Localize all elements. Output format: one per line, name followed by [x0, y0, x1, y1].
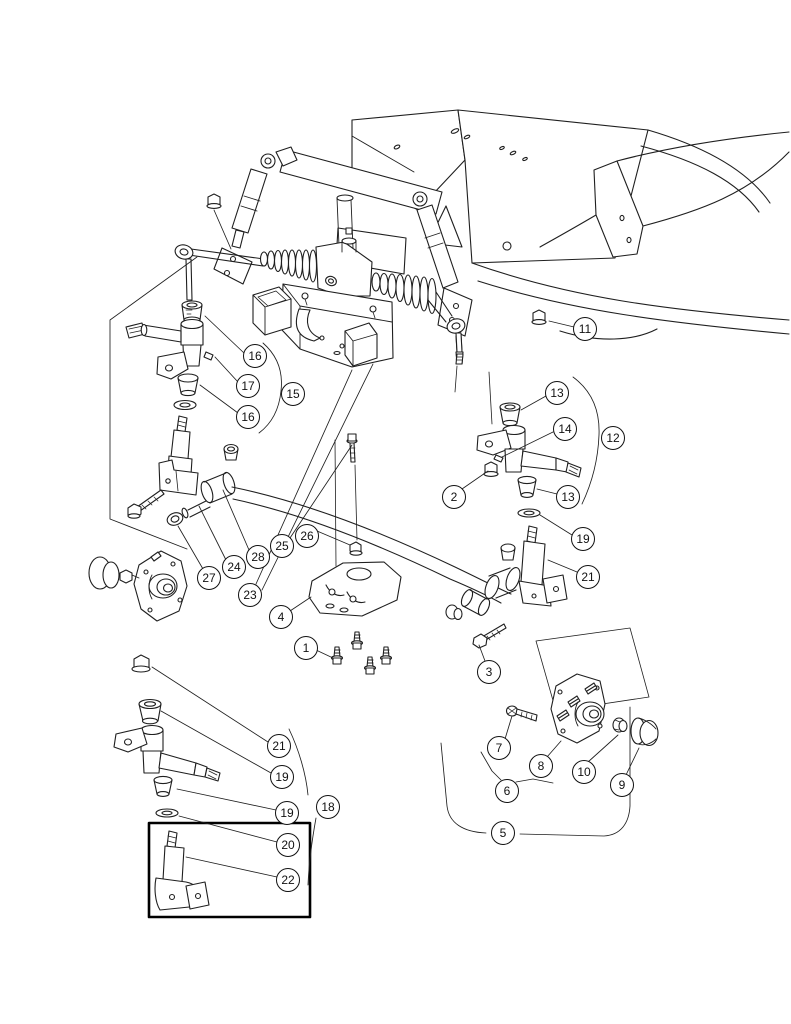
- callout-21-b: 21: [267, 734, 291, 758]
- callout-label: 20: [281, 838, 295, 852]
- callout-16-a: 16: [243, 344, 267, 368]
- callout-8: 8: [529, 754, 553, 778]
- callout-label: 15: [286, 387, 300, 401]
- spring-center-nut-26: [349, 541, 363, 556]
- callout-19-c: 19: [275, 801, 299, 825]
- nut-2: [483, 461, 499, 477]
- callout-23: 23: [238, 583, 262, 607]
- callout-3: 3: [477, 660, 501, 684]
- callout-label: 5: [499, 826, 507, 840]
- callout-label: 12: [606, 431, 620, 445]
- callout-9: 9: [610, 773, 634, 797]
- callout-16-b: 16: [236, 405, 260, 429]
- right-knuckle-group: [454, 365, 582, 649]
- callout-20: 20: [276, 833, 300, 857]
- callout-label: 13: [561, 490, 575, 504]
- callout-12: 12: [601, 426, 625, 450]
- callout-label: 16: [248, 349, 262, 363]
- left-hub-group: [88, 550, 188, 622]
- left-knuckle-group: [125, 300, 239, 526]
- rack-mounting-brackets: [252, 283, 394, 368]
- callout-label: 1: [302, 641, 310, 655]
- callout-label: 2: [450, 490, 458, 504]
- callout-label: 6: [503, 784, 511, 798]
- callout-15: 15: [281, 382, 305, 406]
- callout-5: 5: [491, 821, 515, 845]
- dust-cap-9: [630, 717, 659, 747]
- callout-11: 11: [573, 317, 597, 341]
- flange-nut-21: [131, 654, 151, 673]
- leaf-spring: [231, 486, 521, 621]
- callout-label: 24: [227, 560, 241, 574]
- callout-label: 17: [241, 379, 255, 393]
- callout-19-a: 19: [571, 527, 595, 551]
- upper-plate-and-shocks: [206, 146, 473, 365]
- flange-nut-11: [531, 309, 547, 325]
- callout-1: 1: [294, 636, 318, 660]
- steering-rack: [174, 194, 466, 365]
- bolt-3: [472, 623, 507, 649]
- callout-label: 9: [618, 778, 626, 792]
- callout-26: 26: [295, 524, 319, 548]
- callout-13-b: 13: [556, 485, 580, 509]
- spindle-nut-10: [612, 717, 628, 733]
- grease-cap-left: [88, 556, 120, 590]
- callout-2: 2: [442, 485, 466, 509]
- callout-6: 6: [495, 779, 519, 803]
- callout-label: 19: [275, 770, 289, 784]
- callout-label: 25: [275, 539, 289, 553]
- callout-4: 4: [269, 605, 293, 629]
- kingpin-22: [154, 830, 210, 911]
- callout-label: 19: [280, 806, 294, 820]
- callout-label: 21: [581, 570, 595, 584]
- callout-label: 18: [321, 800, 335, 814]
- callout-label: 26: [300, 529, 314, 543]
- callout-10: 10: [572, 760, 596, 784]
- callout-label: 21: [272, 739, 286, 753]
- lower-left-spindle-group: [113, 654, 221, 911]
- hub-nut-left: [119, 569, 140, 584]
- bolt-7: [505, 705, 538, 722]
- callout-label: 14: [558, 422, 572, 436]
- callout-label: 4: [277, 610, 285, 624]
- callout-21-a: 21: [576, 565, 600, 589]
- callout-label: 11: [578, 322, 592, 336]
- callout-28: 28: [246, 545, 270, 569]
- callout-18: 18: [316, 795, 340, 819]
- callout-22: 22: [276, 868, 300, 892]
- flange-nut-left: [206, 193, 222, 209]
- callout-label: 7: [495, 741, 503, 755]
- callout-label: 28: [251, 550, 265, 564]
- spring-plate-and-bolts: [308, 433, 402, 675]
- highlight-box: [147, 821, 312, 919]
- callout-label: 8: [537, 759, 545, 773]
- callout-label: 10: [577, 765, 591, 779]
- callout-label: 13: [550, 386, 564, 400]
- leader-lines: [109, 209, 640, 886]
- callout-label: 16: [241, 410, 255, 424]
- mounting-bolts-1: [330, 631, 393, 675]
- callout-17: 17: [236, 374, 260, 398]
- center-bolt-25: [346, 433, 358, 541]
- callout-13-a: 13: [545, 381, 569, 405]
- callout-14: 14: [553, 417, 577, 441]
- lock-pin-17: [203, 351, 214, 361]
- callout-19-b: 19: [270, 765, 294, 789]
- callout-label: 19: [576, 532, 590, 546]
- callout-label: 23: [243, 588, 257, 602]
- callout-7: 7: [487, 736, 511, 760]
- callout-27: 27: [197, 566, 221, 590]
- callout-24: 24: [222, 555, 246, 579]
- callout-25: 25: [270, 534, 294, 558]
- right-hub-group: [505, 627, 659, 747]
- callout-label: 3: [485, 665, 493, 679]
- callout-label: 27: [202, 571, 216, 585]
- lock-pin-14: [493, 454, 504, 463]
- callout-label: 22: [281, 873, 295, 887]
